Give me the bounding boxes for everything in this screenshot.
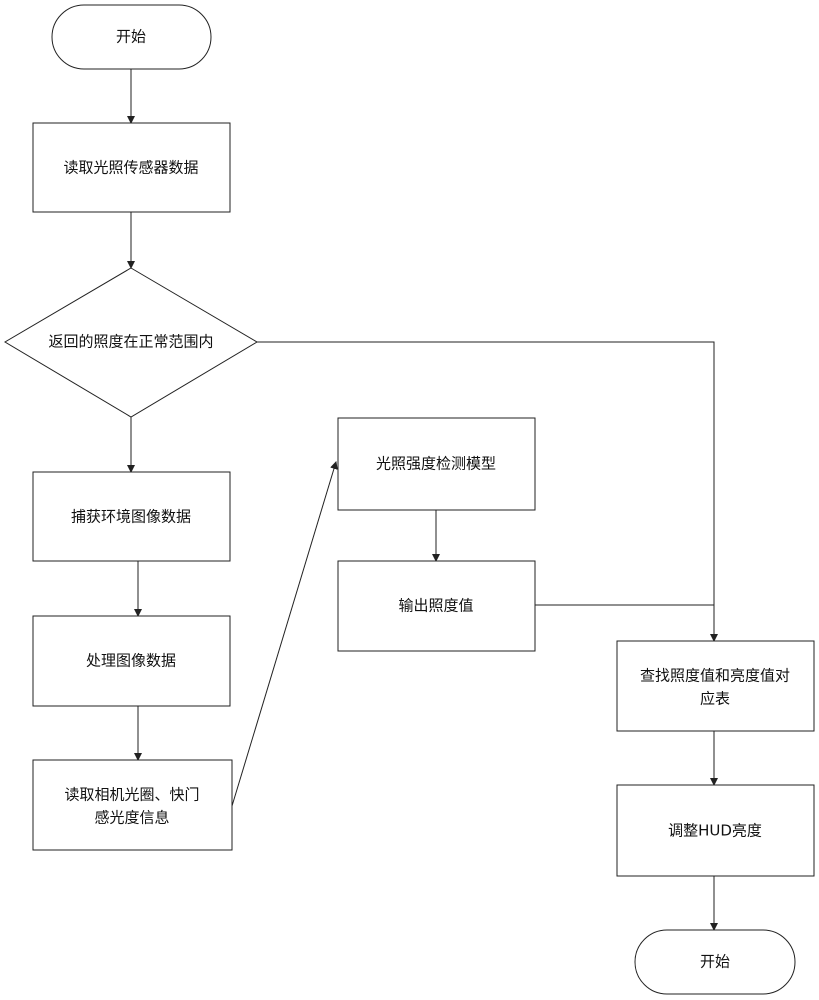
capture-image-box: 捕获环境图像数据 xyxy=(33,472,230,561)
lookup-table-label-line2: 应表 xyxy=(700,690,730,708)
start-terminal: 开始 xyxy=(52,5,211,69)
adjust-hud-label: 调整HUD亮度 xyxy=(668,822,762,840)
process-image-label: 处理图像数据 xyxy=(86,652,176,670)
read-camera-box: 读取相机光圈、快门 感光度信息 xyxy=(33,760,232,850)
output-illuminance-box: 输出照度值 xyxy=(338,561,535,651)
decision-diamond: 返回的照度在正常范围内 xyxy=(5,268,257,417)
adjust-hud-box: 调整HUD亮度 xyxy=(617,785,814,876)
start-label: 开始 xyxy=(116,28,146,46)
end-label: 开始 xyxy=(700,953,730,971)
decision-label: 返回的照度在正常范围内 xyxy=(48,333,213,351)
read-sensor-box: 读取光照传感器数据 xyxy=(33,123,230,212)
end-terminal: 开始 xyxy=(635,930,795,994)
capture-image-label: 捕获环境图像数据 xyxy=(71,508,191,526)
lookup-table-box: 查找照度值和亮度值对 应表 xyxy=(617,641,814,731)
read-camera-label-line2: 感光度信息 xyxy=(94,809,169,827)
lookup-table-label-line1: 查找照度值和亮度值对 xyxy=(640,667,790,685)
read-camera-label-line1: 读取相机光圈、快门 xyxy=(64,786,199,804)
detection-model-label: 光照强度检测模型 xyxy=(376,455,496,473)
output-illuminance-label: 输出照度值 xyxy=(398,597,473,615)
detection-model-box: 光照强度检测模型 xyxy=(338,418,535,510)
edge-read-camera-to-model xyxy=(232,462,336,806)
read-sensor-label: 读取光照传感器数据 xyxy=(63,159,198,177)
process-image-box: 处理图像数据 xyxy=(33,616,230,706)
